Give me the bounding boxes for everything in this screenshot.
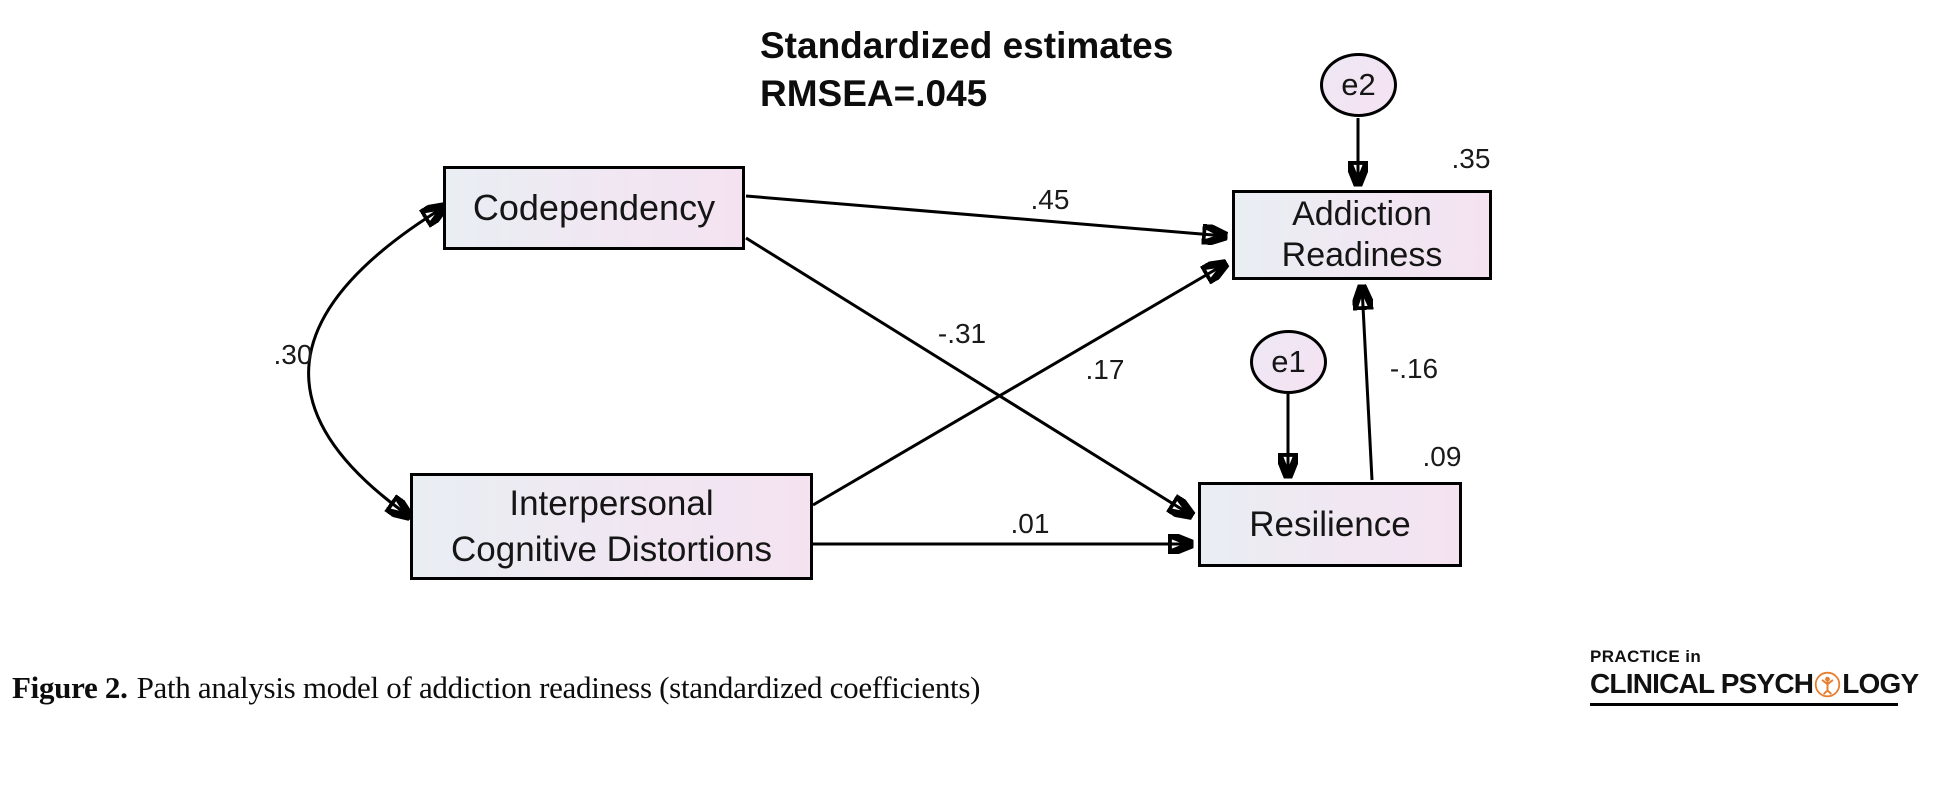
node-codependency: Codependency bbox=[443, 166, 745, 250]
figure-caption: Figure 2.Path analysis model of addictio… bbox=[12, 670, 980, 706]
coef-codependency-resilience: -.31 bbox=[937, 318, 987, 349]
covariance-arc-codependency-icd bbox=[307, 207, 444, 516]
coef-covariance: .30 bbox=[273, 339, 313, 370]
node-resilience: Resilience bbox=[1198, 482, 1462, 567]
error-label: e1 bbox=[1271, 344, 1306, 379]
journal-logo-line2: CLINICAL PSYCH LOGY bbox=[1590, 668, 1919, 706]
journal-logo-post: LOGY bbox=[1842, 668, 1919, 699]
coef-icd-addiction: .17 bbox=[1085, 354, 1125, 385]
r-squared-addiction-readiness: .35 bbox=[1451, 143, 1491, 174]
model-title-line2: RMSEA=.045 bbox=[760, 73, 988, 115]
node-label-line2: Readiness bbox=[1281, 236, 1443, 274]
model-title-line1: Standardized estimates bbox=[760, 25, 1174, 66]
error-term-e1: e1 bbox=[1250, 330, 1327, 394]
error-term-e2: e2 bbox=[1320, 53, 1397, 117]
node-addiction-readiness: Addiction Readiness bbox=[1232, 190, 1492, 280]
edge-codependency-to-resilience bbox=[745, 236, 1191, 515]
coef-codependency-addiction: .45 bbox=[1030, 184, 1070, 215]
journal-logo-pre: CLINICAL PSYCH bbox=[1590, 668, 1814, 699]
r-squared-resilience: .09 bbox=[1422, 441, 1462, 472]
node-label-line1: Addiction bbox=[1292, 194, 1432, 233]
coef-resilience-addiction: -.16 bbox=[1389, 353, 1439, 384]
node-label-line2: Cognitive Distortions bbox=[451, 529, 772, 569]
error-label: e2 bbox=[1341, 67, 1376, 102]
person-in-circle-icon bbox=[1814, 671, 1841, 698]
journal-logo-line1: PRACTICE in bbox=[1590, 647, 1702, 666]
node-label: Codependency bbox=[472, 186, 716, 228]
node-label-line1: Interpersonal bbox=[509, 484, 714, 523]
figure-caption-text: Path analysis model of addiction readine… bbox=[136, 670, 981, 705]
node-interpersonal-cognitive-distortions: Interpersonal Cognitive Distortions bbox=[410, 473, 813, 580]
model-title: Standardized estimates RMSEA=.045 bbox=[760, 22, 1173, 118]
node-label: Resilience bbox=[1249, 504, 1411, 544]
figure-caption-label: Figure 2. bbox=[12, 670, 128, 705]
journal-logo: PRACTICE in CLINICAL PSYCH LOGY bbox=[1590, 647, 1919, 706]
edge-resilience-to-addiction-readiness bbox=[1362, 287, 1374, 481]
edge-icd-to-addiction-readiness bbox=[812, 264, 1225, 507]
edge-codependency-to-addiction-readiness bbox=[745, 194, 1225, 236]
coef-icd-resilience: .01 bbox=[1010, 508, 1050, 539]
